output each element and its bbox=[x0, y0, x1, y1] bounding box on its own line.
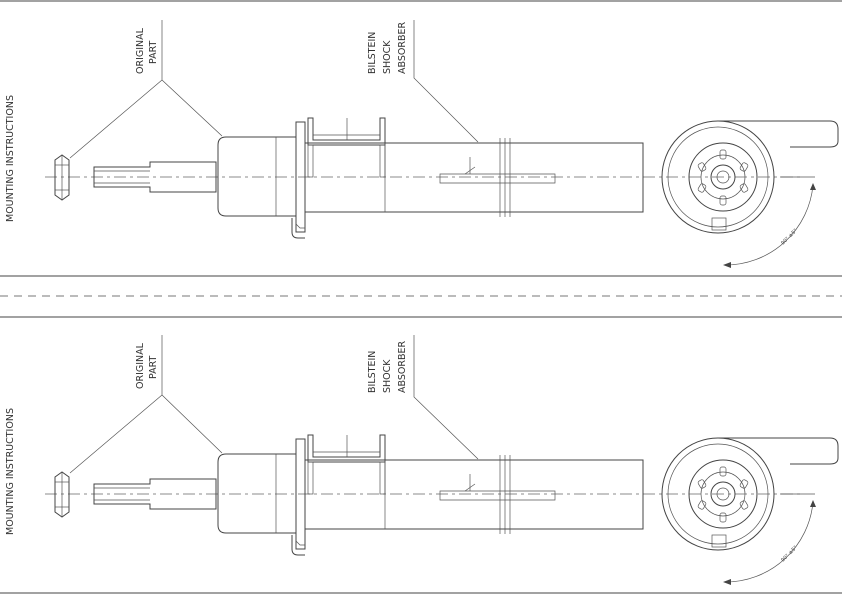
callout-original-line1: ORIGINAL bbox=[135, 342, 146, 389]
angle-label: 90° ±5° bbox=[780, 227, 799, 246]
callout-original-line2: PART bbox=[148, 40, 159, 64]
callout-bilstein-line1: BILSTEIN bbox=[367, 32, 378, 74]
callout-bilstein-line1: BILSTEIN bbox=[367, 351, 378, 393]
callout-original-line2: PART bbox=[148, 355, 159, 379]
original-part-callout: ORIGINAL PART bbox=[69, 20, 223, 159]
angle-label: 90° ±5° bbox=[780, 544, 799, 563]
side-label: MOUNTING INSTRUCTIONS bbox=[5, 95, 16, 222]
callout-bilstein-line2: SHOCK bbox=[382, 359, 393, 393]
bottom-panel: MOUNTING INSTRUCTIONS ORIGINAL PART BILS… bbox=[5, 335, 839, 586]
callout-bilstein-line3: ABSORBER bbox=[397, 22, 408, 74]
callout-original-line1: ORIGINAL bbox=[135, 27, 146, 74]
callout-bilstein-line3: ABSORBER bbox=[397, 341, 408, 393]
callout-bilstein-line2: SHOCK bbox=[382, 40, 393, 74]
bottom-shock-drawing bbox=[44, 434, 839, 586]
side-label: MOUNTING INSTRUCTIONS bbox=[5, 408, 16, 535]
original-part-callout: ORIGINAL PART bbox=[69, 335, 223, 474]
bilstein-callout: BILSTEIN SHOCK ABSORBER bbox=[367, 335, 479, 460]
bilstein-callout: BILSTEIN SHOCK ABSORBER bbox=[367, 20, 479, 143]
top-panel: MOUNTING INSTRUCTIONS ORIGINAL PART BILS… bbox=[5, 20, 839, 269]
top-shock-drawing bbox=[44, 117, 839, 269]
